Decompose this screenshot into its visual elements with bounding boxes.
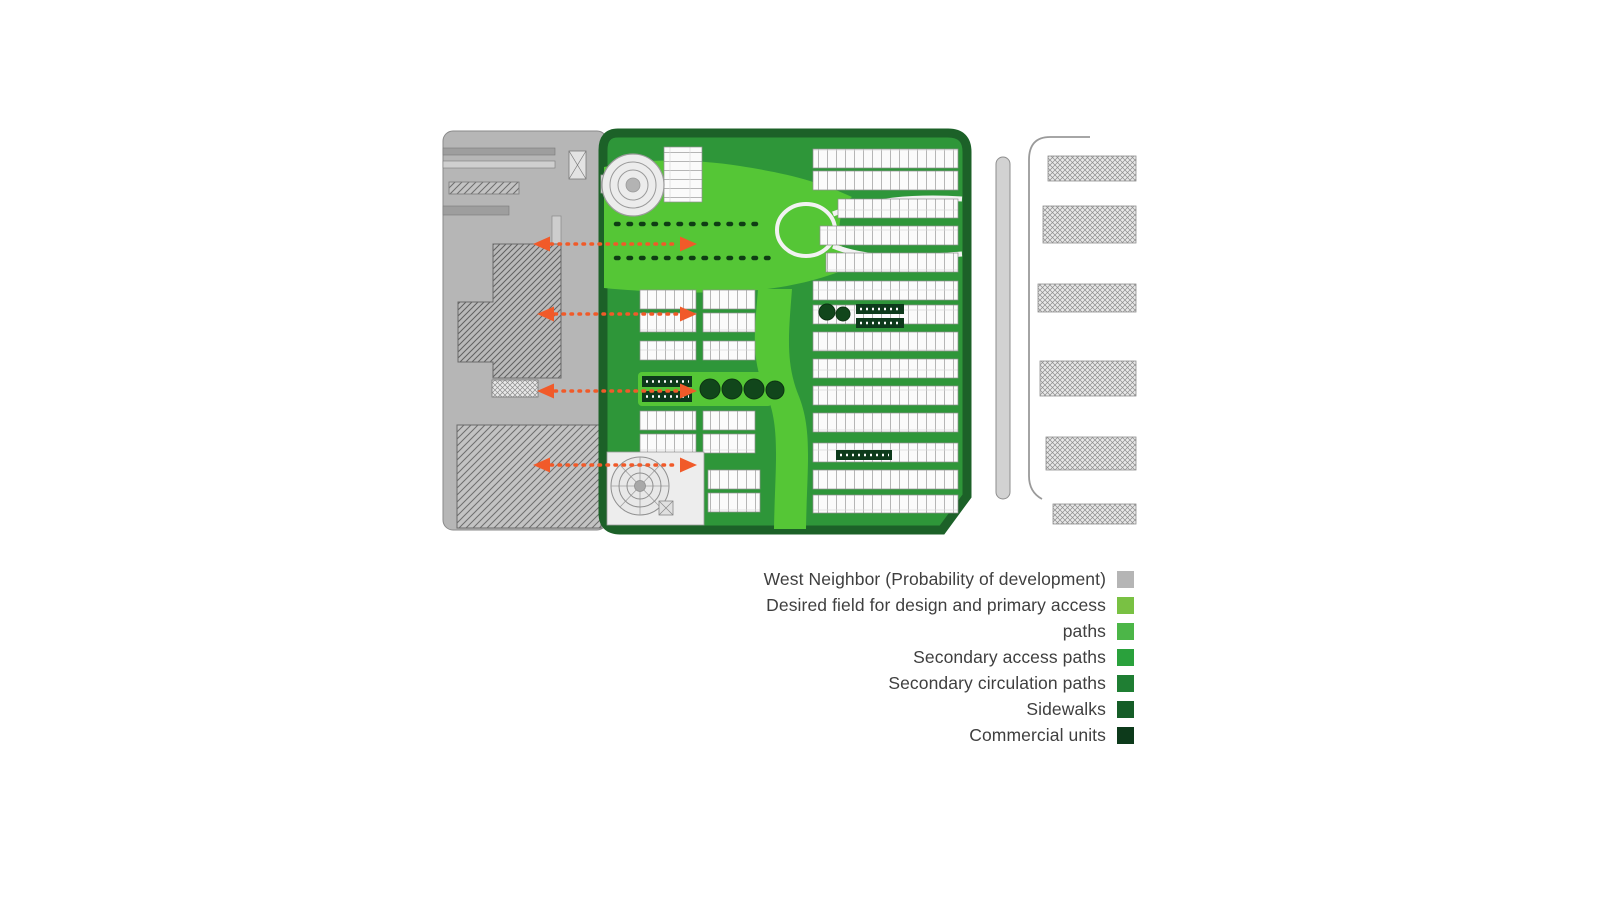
east-strips (995, 136, 1137, 525)
primary-path-vertical (754, 289, 809, 529)
west-neighbor-plan (442, 130, 608, 531)
east-linear-strip (995, 156, 1011, 500)
west-strip-2 (442, 160, 556, 169)
legend-label: Secondary access paths (913, 646, 1106, 667)
legend-swatch (1117, 596, 1134, 614)
legend-swatch (1117, 726, 1134, 744)
legend-swatch (1117, 570, 1134, 588)
trees (699, 303, 851, 400)
field-tree-rows (613, 221, 775, 261)
west-hatched-strip (448, 181, 520, 195)
legend-label: West Neighbor (Probability of developmen… (763, 568, 1106, 589)
legend-label: Secondary circulation paths (888, 672, 1106, 693)
west-building-lower (456, 424, 602, 529)
legend-item-5: Sidewalks (764, 696, 1134, 722)
legend-swatch (1117, 674, 1134, 692)
legend-label: Desired field for design and primary acc… (766, 594, 1106, 615)
arrow-heads (533, 236, 697, 473)
east-crosshatch-bars (1037, 155, 1137, 525)
west-building-hatched (457, 243, 562, 379)
legend: West Neighbor (Probability of developmen… (764, 566, 1134, 748)
legend-label: paths (1062, 620, 1106, 641)
west-strip-3 (442, 205, 510, 216)
west-stair-box (568, 150, 587, 180)
legend-swatch (1117, 622, 1134, 640)
green-site-plan (598, 128, 972, 535)
commercial-units (642, 304, 904, 460)
legend-label: Sidewalks (1026, 698, 1106, 719)
culdesac-top (600, 153, 665, 217)
west-strip-1 (442, 147, 556, 156)
housing-rows (639, 146, 959, 514)
east-boundary-outline (1028, 136, 1090, 500)
legend-item-6: Commercial units (764, 722, 1134, 748)
legend-item-1: Desired field for design and primary acc… (764, 592, 1134, 618)
legend-item-4: Secondary circulation paths (764, 670, 1134, 696)
connection-arrows (533, 236, 697, 473)
west-crosshatch-box (491, 379, 539, 398)
legend-label: Commercial units (969, 724, 1106, 745)
legend-item-2: paths (764, 618, 1134, 644)
legend-item-3: Secondary access paths (764, 644, 1134, 670)
legend-swatch (1117, 648, 1134, 666)
legend-item-0: West Neighbor (Probability of developmen… (764, 566, 1134, 592)
legend-swatch (1117, 700, 1134, 718)
